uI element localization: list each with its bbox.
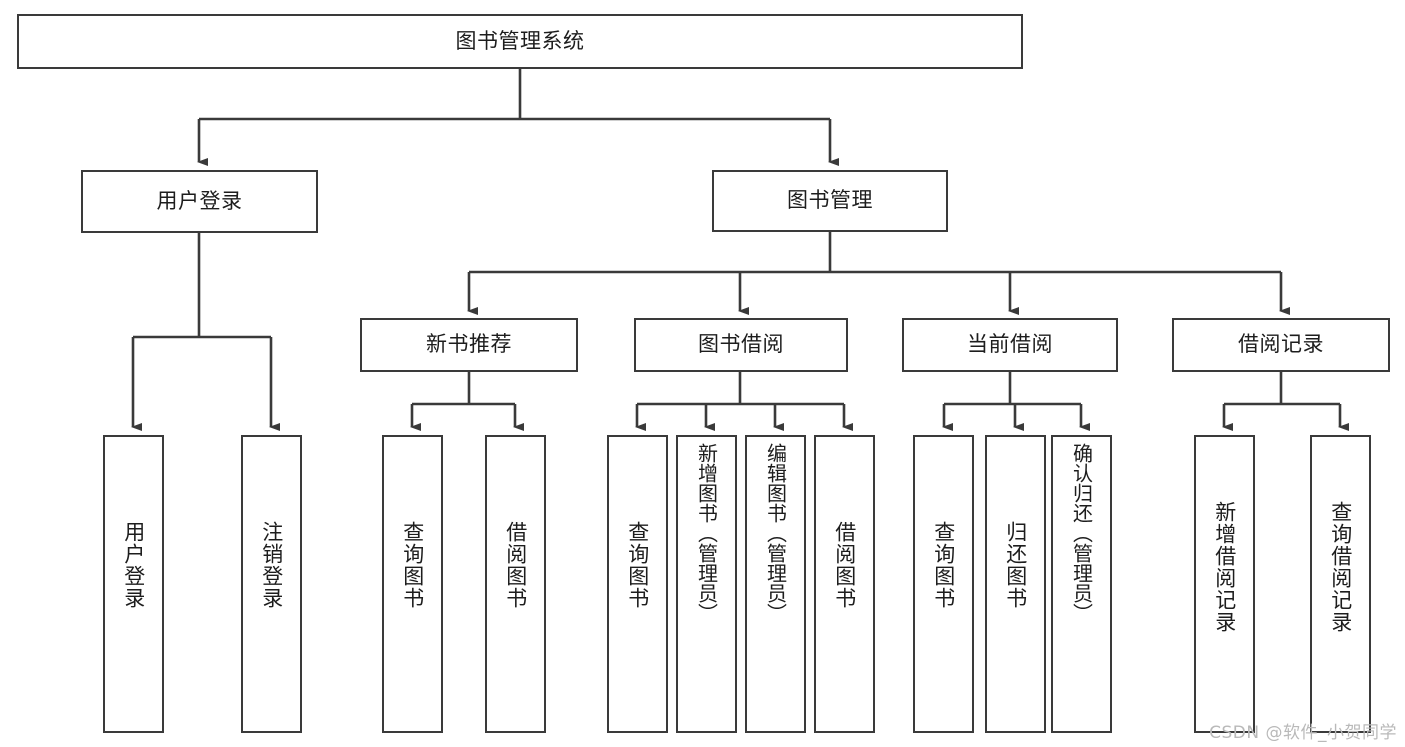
leaf-book-borrow-add-book-admin[interactable]: 新增图书（管理员） <box>676 435 737 733</box>
node-borrow-record[interactable]: 借阅记录 <box>1172 318 1390 372</box>
node-label: 新增借阅记录 <box>1212 501 1237 633</box>
leaf-user-login-logout[interactable]: 注销登录 <box>241 435 302 733</box>
node-label: 当前借阅 <box>967 332 1053 357</box>
node-label: 用户登录 <box>121 521 146 609</box>
node-label: 新书推荐 <box>426 332 512 357</box>
node-label: 归还图书 <box>1003 521 1028 609</box>
node-label: 图书管理系统 <box>455 28 585 53</box>
node-book-borrow[interactable]: 图书借阅 <box>634 318 848 372</box>
node-label: 确认归还（管理员） <box>1069 443 1094 623</box>
node-root-system[interactable]: 图书管理系统 <box>17 14 1023 69</box>
leaf-new-book-query-books[interactable]: 查询图书 <box>382 435 443 733</box>
node-label: 查询图书 <box>400 521 425 609</box>
leaf-current-borrow-confirm-return-admin[interactable]: 确认归还（管理员） <box>1051 435 1112 733</box>
leaf-borrow-record-query-record[interactable]: 查询借阅记录 <box>1310 435 1371 733</box>
node-label: 借阅图书 <box>503 521 528 609</box>
node-label: 查询图书 <box>931 521 956 609</box>
node-book-management[interactable]: 图书管理 <box>712 170 948 232</box>
node-label: 查询图书 <box>625 521 650 609</box>
node-new-book-recommend[interactable]: 新书推荐 <box>360 318 578 372</box>
watermark-text: CSDN @软件_小贺同学 <box>1209 723 1397 743</box>
node-label: 图书借阅 <box>698 332 784 357</box>
leaf-borrow-record-add-record[interactable]: 新增借阅记录 <box>1194 435 1255 733</box>
node-label: 用户登录 <box>156 188 243 213</box>
leaf-user-login-login[interactable]: 用户登录 <box>103 435 164 733</box>
leaf-new-book-borrow-books[interactable]: 借阅图书 <box>485 435 546 733</box>
leaf-book-borrow-borrow-books[interactable]: 借阅图书 <box>814 435 875 733</box>
node-label: 借阅记录 <box>1238 332 1324 357</box>
node-label: 新增图书（管理员） <box>694 443 719 623</box>
leaf-book-borrow-query-books[interactable]: 查询图书 <box>607 435 668 733</box>
leaf-current-borrow-query-books[interactable]: 查询图书 <box>913 435 974 733</box>
node-label: 图书管理 <box>787 188 873 213</box>
node-label: 编辑图书（管理员） <box>763 443 788 623</box>
leaf-current-borrow-return-books[interactable]: 归还图书 <box>985 435 1046 733</box>
node-user-login[interactable]: 用户登录 <box>81 170 318 233</box>
node-label: 注销登录 <box>259 521 284 609</box>
leaf-book-borrow-edit-book-admin[interactable]: 编辑图书（管理员） <box>745 435 806 733</box>
node-current-borrow[interactable]: 当前借阅 <box>902 318 1118 372</box>
node-label: 查询借阅记录 <box>1328 501 1353 633</box>
node-label: 借阅图书 <box>832 521 857 609</box>
